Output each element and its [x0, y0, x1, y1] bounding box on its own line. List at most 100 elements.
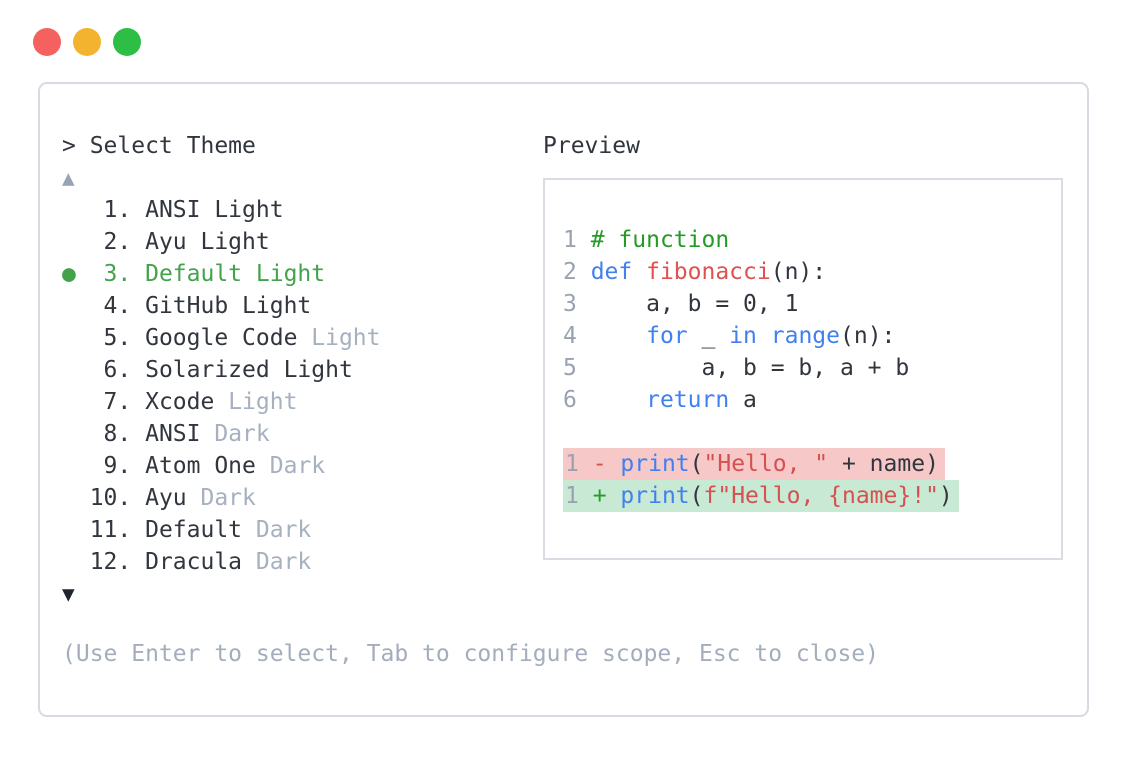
theme-list-item[interactable]: 9. Atom One Dark: [62, 450, 543, 482]
line-number: 1: [563, 227, 591, 253]
scroll-up-icon: ▲: [62, 166, 75, 190]
marker-spacer: [62, 293, 90, 319]
code-token: [591, 387, 646, 413]
theme-label: Solarized Light: [145, 357, 353, 383]
code-token: (n):: [770, 259, 827, 285]
theme-label: ANSI Light: [145, 197, 284, 223]
code-line: 4 for _ in range(n):: [563, 320, 1061, 352]
theme-label: Default Light: [145, 261, 326, 287]
code-token: def: [590, 259, 647, 285]
theme-number: 6.: [89, 357, 146, 383]
theme-list-item[interactable]: 2. Ayu Light: [62, 226, 543, 258]
theme-label: Dark: [255, 549, 312, 575]
theme-list-item[interactable]: 1. ANSI Light: [62, 194, 543, 226]
code-token: print: [620, 451, 690, 477]
code-token: "Hello, ": [703, 451, 829, 477]
theme-list-item[interactable]: 5. Google Code Light: [62, 322, 543, 354]
theme-label: Google Code: [145, 325, 312, 351]
diff-line-highlight: 1 + print(f"Hello, {name}!"): [563, 480, 959, 512]
close-button[interactable]: [33, 28, 61, 56]
theme-number: 12.: [89, 549, 146, 575]
minimize-button[interactable]: [73, 28, 101, 56]
theme-number: 1.: [89, 197, 146, 223]
theme-list-item[interactable]: ● 3. Default Light: [62, 258, 543, 290]
scroll-down-icon: ▼: [62, 582, 75, 606]
line-number: 2: [563, 259, 591, 285]
theme-list-item[interactable]: 10. Ayu Dark: [62, 482, 543, 514]
marker-spacer: [62, 325, 90, 351]
marker-spacer: [62, 517, 90, 543]
line-number: 1: [565, 451, 593, 477]
theme-label: Dark: [255, 517, 312, 543]
diff-added-line: 1 + print(f"Hello, {name}!"): [563, 480, 1061, 512]
select-theme-prompt: > Select Theme: [62, 133, 256, 159]
line-number: 6: [563, 387, 591, 413]
theme-label: Ayu Light: [145, 229, 270, 255]
code-token: +: [592, 483, 621, 509]
code-token: a, b = b, a + b: [590, 355, 910, 381]
theme-label: Dracula: [145, 549, 256, 575]
theme-picker-panel: > Select Theme ▲ 1. ANSI Light 2. Ayu Li…: [38, 82, 1089, 717]
line-number: 3: [563, 291, 591, 317]
theme-list-item[interactable]: 4. GitHub Light: [62, 290, 543, 322]
theme-list-column: > Select Theme ▲ 1. ANSI Light 2. Ayu Li…: [62, 130, 543, 610]
theme-number: 7.: [89, 389, 146, 415]
theme-number: 11.: [89, 517, 146, 543]
theme-number: 4.: [89, 293, 146, 319]
code-token: [591, 323, 646, 349]
theme-label: ANSI: [145, 421, 215, 447]
marker-spacer: [62, 485, 90, 511]
code-token: a, b = 0, 1: [590, 291, 799, 317]
line-number: 5: [563, 355, 591, 381]
code-line: 6 return a: [563, 384, 1061, 416]
marker-spacer: [62, 389, 90, 415]
hint-text: (Use Enter to select, Tab to configure s…: [62, 641, 879, 667]
code-line: 1 # function: [563, 224, 1061, 256]
diff-line-highlight: 1 - print("Hello, " + name): [563, 448, 945, 480]
theme-number: 9.: [89, 453, 146, 479]
theme-list-item[interactable]: 6. Solarized Light: [62, 354, 543, 386]
code-token: # function: [590, 227, 730, 253]
theme-label: Ayu: [145, 485, 201, 511]
code-token: a: [729, 387, 757, 413]
code-token: (: [689, 483, 704, 509]
zoom-button[interactable]: [113, 28, 141, 56]
theme-label: Atom One: [145, 453, 270, 479]
selected-dot-icon: ●: [62, 261, 90, 287]
theme-list-item[interactable]: 12. Dracula Dark: [62, 546, 543, 578]
code-line: 5 a, b = b, a + b: [563, 352, 1061, 384]
theme-number: 5.: [89, 325, 146, 351]
marker-spacer: [62, 229, 90, 255]
code-token: + name): [828, 451, 939, 477]
theme-number: 3.: [89, 261, 146, 287]
code-token: f"Hello, {name}!": [703, 483, 939, 509]
theme-number: 10.: [89, 485, 146, 511]
theme-label: Xcode: [145, 389, 229, 415]
code-line: 2 def fibonacci(n):: [563, 256, 1061, 288]
theme-label: GitHub Light: [145, 293, 312, 319]
code-token: _: [687, 323, 730, 349]
marker-spacer: [62, 421, 90, 447]
code-token: [757, 323, 771, 349]
diff-block: 1 - print("Hello, " + name)1 + print(f"H…: [563, 448, 1061, 512]
marker-spacer: [62, 549, 90, 575]
preview-label: Preview: [543, 133, 640, 159]
code-token: for: [646, 323, 688, 349]
line-number: 4: [563, 323, 591, 349]
code-token: range: [770, 323, 840, 349]
code-token: -: [592, 451, 621, 477]
theme-list-item[interactable]: 11. Default Dark: [62, 514, 543, 546]
theme-list-item[interactable]: 7. Xcode Light: [62, 386, 543, 418]
code-token: ): [938, 483, 953, 509]
theme-list-item[interactable]: 8. ANSI Dark: [62, 418, 543, 450]
code-token: (n):: [840, 323, 896, 349]
theme-label: Dark: [214, 421, 270, 447]
marker-spacer: [62, 453, 90, 479]
theme-label: Light: [311, 325, 381, 351]
theme-number: 8.: [89, 421, 146, 447]
marker-spacer: [62, 197, 90, 223]
